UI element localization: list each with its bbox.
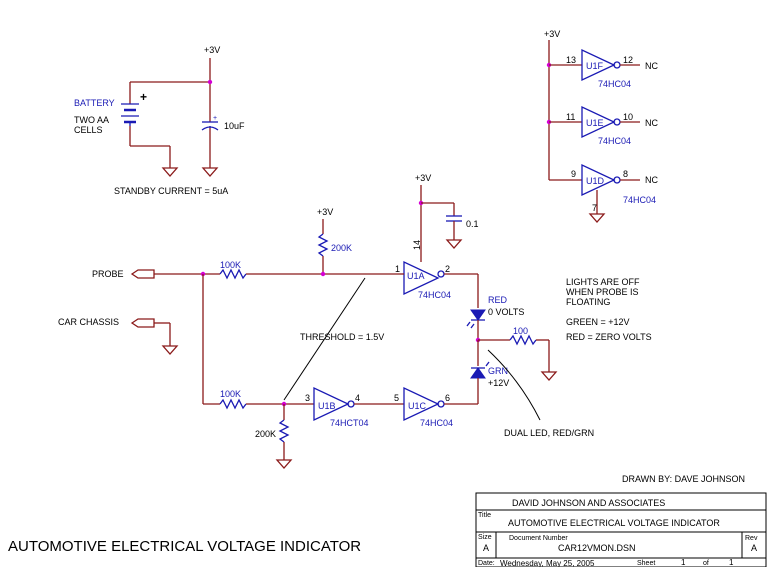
- capacitor-10uf: +: [201, 115, 219, 131]
- gate-u1e-part: 74HC04: [598, 136, 631, 146]
- pin-11: 11: [566, 112, 575, 122]
- gate-u1f-part: 74HC04: [598, 79, 631, 89]
- gate-u1d-label: U1D: [586, 176, 605, 186]
- pin-3: 3: [305, 393, 310, 403]
- gate-u1f-label: U1F: [586, 61, 604, 71]
- of-field-label: of: [703, 560, 709, 567]
- lights-note-line3: FLOATING: [566, 297, 610, 307]
- car-chassis-label: CAR CHASSIS: [58, 317, 119, 327]
- pin-5: 5: [394, 393, 399, 403]
- pin-2: 2: [445, 264, 450, 274]
- date-field-value: Wednesday, May 25, 2005: [500, 559, 595, 567]
- threshold-note: THRESHOLD = 1.5V: [300, 332, 384, 342]
- supply-label-gates: +3V: [544, 29, 560, 39]
- gate-u1c-label: U1C: [408, 401, 427, 411]
- pin-1: 1: [395, 264, 400, 274]
- battery-section: + BATTERY TWO AA CELLS + 10uF +3V STANDB…: [74, 45, 245, 196]
- capacitor-10uf-label: 10uF: [224, 121, 245, 131]
- gate-u1a-label: U1A: [407, 271, 425, 281]
- led-green: [470, 340, 490, 404]
- gate-u1e: U1E 74HC04 11 10 NC: [566, 105, 658, 146]
- sheet-total-value: 1: [729, 558, 734, 567]
- supply-label-u1a: +3V: [415, 173, 431, 183]
- docnum-field-label: Document Number: [509, 535, 568, 542]
- title-block: DRAWN BY: DAVE JOHNSON DAVID JOHNSON AND…: [475, 474, 767, 567]
- supply-label-pullup: +3V: [317, 207, 333, 217]
- battery-label: BATTERY: [74, 98, 115, 108]
- pin-13: 13: [566, 55, 576, 65]
- gate-u1e-label: U1E: [586, 118, 604, 128]
- battery-symbol: [121, 103, 139, 126]
- lights-note-line2: WHEN PROBE IS: [566, 287, 639, 297]
- gate-u1c: U1C 74HC04 5 6: [394, 386, 478, 428]
- green-note: GREEN = +12V: [566, 317, 630, 327]
- gate-u1c-part: 74HC04: [420, 418, 453, 428]
- unused-gates-section: +3V U1F 74HC04 13 12 NC U1E 74HC04 11 10…: [544, 29, 658, 223]
- pin-6: 6: [445, 393, 450, 403]
- gate-u1d: U1D 74HC04 9 8 7 NC: [571, 163, 658, 223]
- sheet-field-label: Sheet: [637, 560, 655, 567]
- nc-u1d: NC: [645, 175, 658, 185]
- led-red: [466, 309, 486, 340]
- resistor-100k-bottom-label: 100K: [220, 389, 241, 399]
- dual-led-note: DUAL LED, RED/GRN: [504, 428, 594, 438]
- rev-field-value: A: [751, 543, 757, 553]
- gate-u1b-part: 74HCT04: [330, 418, 369, 428]
- led-green-volts: +12V: [488, 378, 509, 388]
- drawn-by: DRAWN BY: DAVE JOHNSON: [622, 474, 745, 484]
- size-field-label: Size: [478, 534, 492, 541]
- resistor-100k-top-label: 100K: [220, 260, 241, 270]
- pin-4: 4: [355, 393, 360, 403]
- pin-10: 10: [623, 112, 633, 122]
- pin-12: 12: [623, 55, 633, 65]
- docnum-field-value: CAR12VMON.DSN: [558, 543, 636, 553]
- gate-u1a-part: 74HC04: [418, 290, 451, 300]
- pin-9: 9: [571, 169, 576, 179]
- resistor-100-label: 100: [513, 326, 528, 336]
- page-title: AUTOMOTIVE ELECTRICAL VOLTAGE INDICATOR: [8, 538, 361, 555]
- nc-u1e: NC: [645, 118, 658, 128]
- lights-note-line1: LIGHTS ARE OFF: [566, 277, 640, 287]
- gate-u1b-label: U1B: [318, 401, 336, 411]
- pin-14: 14: [412, 240, 422, 250]
- led-green-label: GRN: [488, 366, 508, 376]
- rev-field-label: Rev: [745, 535, 758, 542]
- supply-label-battery: +3V: [204, 45, 220, 55]
- battery-plus-sign: +: [140, 90, 147, 104]
- gate-u1b: U1B 74HCT04 3 4: [305, 386, 404, 428]
- car-chassis-connector: [130, 318, 179, 355]
- company-name: DAVID JOHNSON AND ASSOCIATES: [512, 498, 665, 508]
- gate-u1a: U1A 74HC04 1 2: [395, 260, 451, 300]
- battery-desc-line2: CELLS: [74, 125, 103, 135]
- nc-u1f: NC: [645, 61, 658, 71]
- resistor-200k-bottom-label: 200K: [255, 429, 276, 439]
- title-field-label: Title: [478, 512, 491, 519]
- gate-u1f: U1F 74HC04 13 12 NC: [566, 48, 658, 89]
- red-note: RED = ZERO VOLTS: [566, 332, 652, 342]
- battery-desc-line1: TWO AA: [74, 115, 109, 125]
- sheet-field-value: 1: [681, 558, 686, 567]
- probe-label: PROBE: [92, 269, 124, 279]
- capacitor-01-label: 0.1: [466, 219, 479, 229]
- main-circuit: +3V 0.1 14 PROBE 100K +3V 200K: [58, 173, 652, 469]
- pin-7: 7: [592, 203, 597, 213]
- led-red-label: RED: [488, 295, 508, 305]
- date-field-label: Date:: [478, 560, 495, 567]
- svg-text:+: +: [213, 115, 217, 122]
- led-red-volts: 0 VOLTS: [488, 307, 524, 317]
- gate-u1d-part: 74HC04: [623, 195, 656, 205]
- size-field-value: A: [483, 543, 489, 553]
- pin-8: 8: [623, 169, 628, 179]
- standby-note: STANDBY CURRENT = 5uA: [114, 186, 228, 196]
- resistor-200k-top-label: 200K: [331, 243, 352, 253]
- probe-connector: [130, 269, 220, 279]
- title-field-value: AUTOMOTIVE ELECTRICAL VOLTAGE INDICATOR: [508, 518, 720, 528]
